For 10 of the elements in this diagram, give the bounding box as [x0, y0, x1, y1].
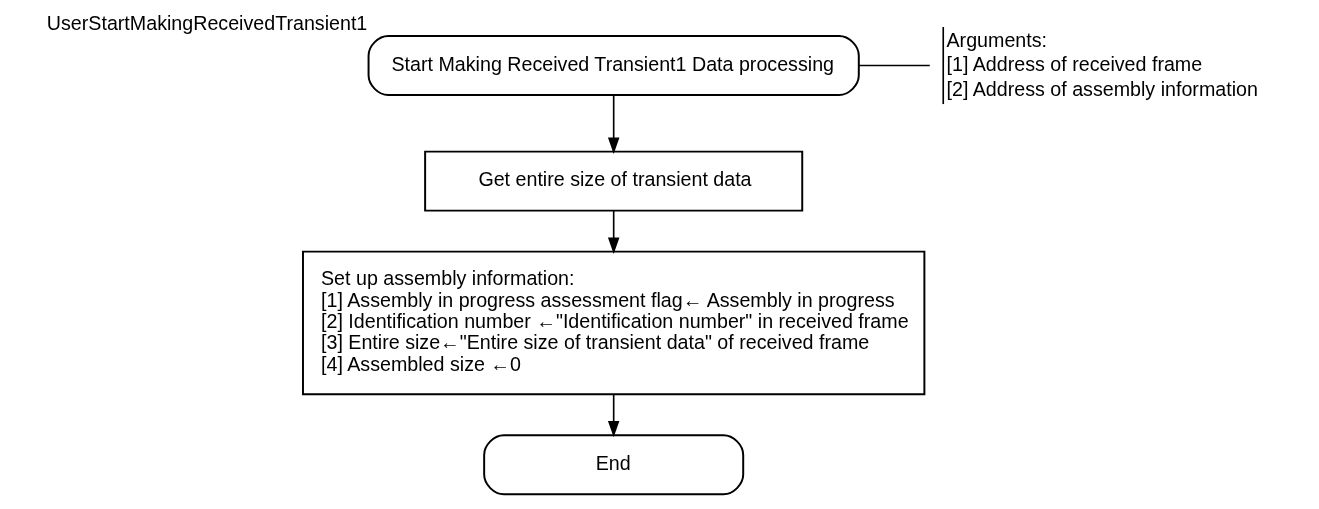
node-box: Start Making Received Transient1 Data processing	[367, 35, 860, 97]
node-text: Arguments: [1] Address of received frame [2] Address of assembly information	[946, 28, 1258, 101]
arrow	[607, 210, 619, 254]
node-box: End	[482, 434, 744, 496]
node-box: Set up assembly information: [1] Assembly in progress assessment flag← Assembly in progress [2] Identification number ←"Identification number" in received frame [3] Entire size←"Entire size of transient data" of received frame [4] Assembled size ←0	[301, 250, 925, 396]
arrow	[607, 94, 619, 155]
node-label: UserStartMakingReceivedTransient1	[46, 12, 367, 35]
arrow	[607, 393, 619, 438]
node-box: Get entire size of transient data	[423, 150, 803, 212]
connector	[857, 64, 931, 67]
